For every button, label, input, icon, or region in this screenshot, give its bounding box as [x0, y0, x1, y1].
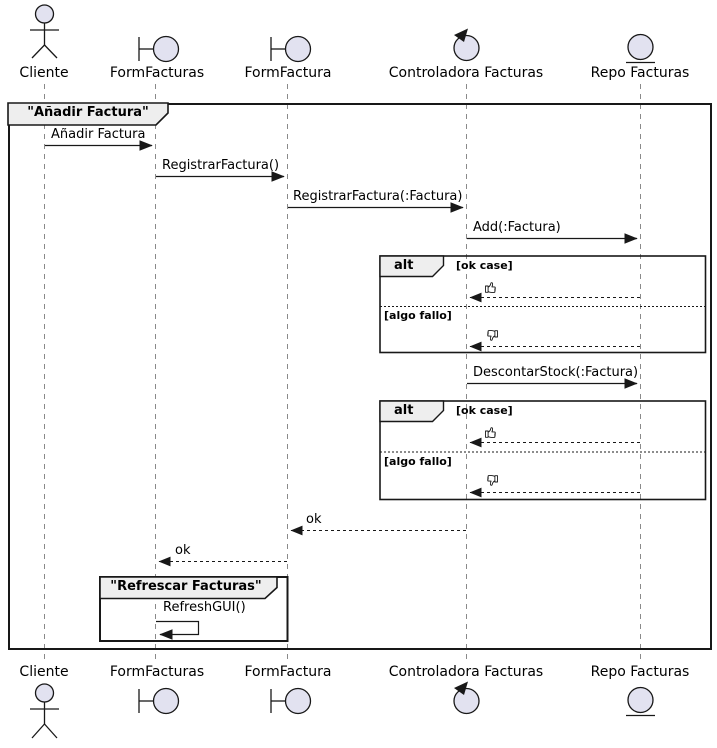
- participant-label-form-factura-bottom: FormFactura: [244, 664, 332, 680]
- participant-label-form-factura-top: FormFactura: [244, 65, 332, 81]
- boundary-icon-form-factura-bottom: [270, 687, 312, 715]
- fragment-alt-2-guard-ok: [ok case]: [456, 404, 513, 417]
- control-icon-controladora-top: [453, 28, 480, 62]
- thumbs-up-icon: [485, 427, 496, 438]
- participant-label-form-facturas-top: FormFacturas: [109, 65, 205, 81]
- actor-icon-cliente-bottom: [30, 683, 59, 739]
- thumbs-down-icon: [487, 475, 498, 486]
- message-label-add-factura: Add(:Factura): [473, 220, 561, 235]
- thumbs-up-icon: [485, 282, 496, 293]
- boundary-icon-form-facturas-top: [138, 35, 180, 63]
- frame-anadir-factura: [8, 103, 712, 650]
- boundary-icon-form-factura-top: [270, 35, 312, 63]
- message-label-registrar-factura-param: RegistrarFactura(:Factura): [293, 189, 463, 204]
- control-icon-controladora-bottom: [453, 681, 480, 715]
- entity-icon-repo-bottom: [626, 686, 655, 717]
- participant-label-cliente-top: Cliente: [19, 65, 69, 81]
- fragment-alt-2-tab: [379, 400, 445, 423]
- participant-label-form-facturas-bottom: FormFacturas: [109, 664, 205, 680]
- fragment-alt-1: [379, 255, 707, 354]
- message-label-anadir-factura: Añadir Factura: [51, 127, 146, 142]
- message-label-refresh-gui: RefreshGUI(): [163, 600, 246, 615]
- participant-label-repo-bottom: Repo Facturas: [590, 664, 690, 680]
- fragment-alt-1-guard-ok: [ok case]: [456, 259, 513, 272]
- return-label-ok1: ok: [306, 512, 322, 527]
- return-label-ok2: ok: [175, 543, 191, 558]
- frame-anadir-factura-tab: [7, 102, 169, 126]
- thumbs-down-icon: [487, 330, 498, 341]
- fragment-alt-1-tab: [379, 255, 445, 278]
- message-label-registrar-factura: RegistrarFactura(): [162, 158, 280, 173]
- frame-refrescar-facturas-tab: [99, 576, 278, 600]
- participant-label-cliente-bottom: Cliente: [19, 664, 69, 680]
- fragment-alt-2-operator: alt: [394, 403, 414, 418]
- frame-title-anadir-factura: "Añadir Factura": [27, 105, 149, 120]
- self-message-arrow-refresh-gui: [156, 620, 200, 640]
- fragment-alt-2: [379, 400, 707, 501]
- entity-icon-repo-top: [626, 33, 655, 64]
- participant-label-controladora-bottom: Controladora Facturas: [388, 664, 544, 680]
- message-label-descontar-stock: DescontarStock(:Factura): [473, 365, 639, 380]
- fragment-alt-1-operator: alt: [394, 258, 414, 273]
- boundary-icon-form-facturas-bottom: [138, 687, 180, 715]
- actor-icon-cliente-top: [30, 4, 59, 59]
- fragment-alt-1-guard-fail: [algo fallo]: [384, 309, 452, 322]
- participant-label-repo-top: Repo Facturas: [590, 65, 690, 81]
- participant-label-controladora-top: Controladora Facturas: [388, 65, 544, 81]
- fragment-alt-2-guard-fail: [algo fallo]: [384, 455, 452, 468]
- frame-title-refrescar-facturas: "Refrescar Facturas": [110, 579, 262, 594]
